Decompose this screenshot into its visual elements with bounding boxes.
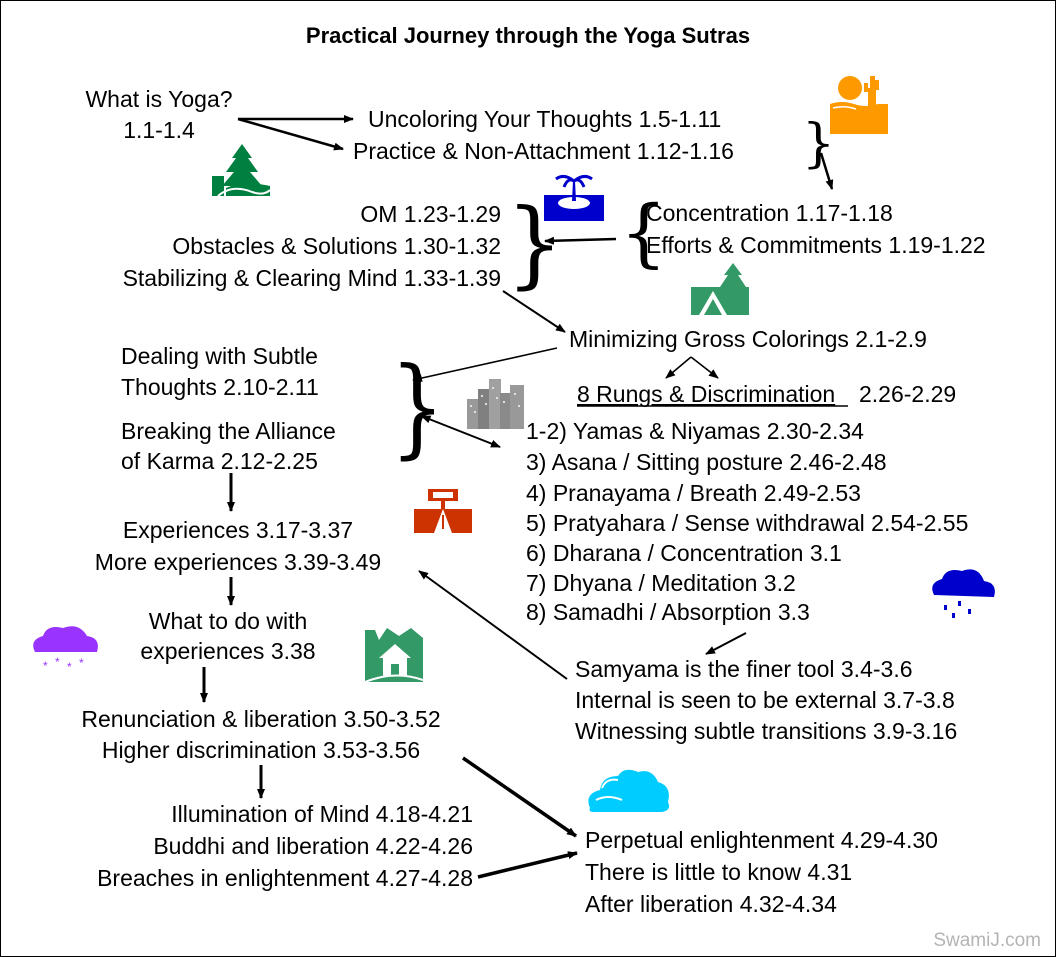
island-icon [544, 174, 604, 221]
arrow-samyama-to-experiences [418, 570, 568, 680]
arrow-alliance-rungs-bidirectional [420, 415, 501, 448]
forest-path-icon [212, 144, 271, 197]
what-to-do-node-ref: experiences 3.38 [140, 638, 315, 664]
house-icon [364, 628, 424, 683]
alliance-node-ref: of Karma 2.12-2.25 [121, 448, 318, 474]
minimizing-node: Minimizing Gross Colorings 2.1-2.9 [569, 326, 927, 352]
arrow-breaches-to-perpetual [477, 851, 578, 879]
sky-cloud-icon [588, 769, 670, 812]
subtle-node: Dealing with Subtle [121, 343, 318, 369]
tent-icon [691, 263, 749, 315]
rung-item: 1-2) Yamas & Niyamas 2.30-2.34 [526, 418, 864, 444]
rung-item: 3) Asana / Sitting posture 2.46-2.48 [526, 449, 887, 475]
what-to-do-node: What to do with [149, 608, 308, 634]
city-icon [467, 379, 524, 429]
concentration-brace: { [620, 190, 667, 276]
arrow-samadhi-to-samyama [705, 632, 747, 655]
arrow-stabilizing-to-minimizing [502, 290, 566, 333]
watermark: SwamiJ.com [933, 930, 1041, 951]
practice-node: Practice & Non-Attachment 1.12-1.16 [353, 138, 734, 164]
rungs-heading: 8 Rungs & Discrimination [577, 381, 835, 407]
samyama-node-2: Internal is seen to be external 3.7-3.8 [575, 687, 955, 713]
rung-item: 4) Pranayama / Breath 2.49-2.53 [526, 480, 861, 506]
diagram-title: Practical Journey through the Yoga Sutra… [306, 23, 750, 48]
perpetual-node: Perpetual enlightenment 4.29-4.30 [585, 827, 938, 853]
what-is-yoga-node: What is Yoga? [85, 86, 232, 112]
rung-item: 5) Pratyahara / Sense withdrawal 2.54-2.… [526, 510, 968, 536]
efforts-node: Efforts & Commitments 1.19-1.22 [646, 232, 986, 258]
higher-discrimination-node: Higher discrimination 3.53-3.56 [102, 737, 420, 763]
svg-text:*: * [43, 659, 48, 673]
arrow-concentration-to-om [544, 236, 617, 245]
subtle-node-ref: Thoughts 2.10-2.11 [121, 374, 319, 400]
desert-icon [830, 76, 888, 134]
arrow-minimizing-to-rungs-right [690, 356, 719, 379]
experiences-node-more: More experiences 3.39-3.49 [95, 549, 381, 575]
rung-item: 6) Dharana / Concentration 3.1 [526, 540, 842, 566]
svg-text:*: * [67, 660, 72, 674]
rung-item: 7) Dhyana / Meditation 3.2 [526, 570, 796, 596]
obstacles-node: Obstacles & Solutions 1.30-1.32 [172, 233, 501, 259]
snow-cloud-icon: * * * * [33, 626, 98, 674]
samyama-node-3: Witnessing subtle transitions 3.9-3.16 [575, 718, 957, 744]
rain-cloud-icon [932, 569, 995, 618]
alliance-node: Breaking the Alliance [121, 418, 336, 444]
stabilizing-node: Stabilizing & Clearing Mind 1.33-1.39 [123, 265, 501, 291]
road-sign-icon [414, 489, 472, 533]
illumination-node: Illumination of Mind 4.18-4.21 [171, 801, 473, 827]
om-node: OM 1.23-1.29 [360, 201, 501, 227]
buddhi-node: Buddhi and liberation 4.22-4.26 [153, 833, 473, 859]
practice-brace: } [802, 114, 835, 174]
little-to-know-node: There is little to know 4.31 [585, 859, 852, 885]
concentration-node: Concentration 1.17-1.18 [646, 200, 893, 226]
experiences-node: Experiences 3.17-3.37 [123, 517, 353, 543]
arrow-higher-discrimination-to-perpetual [462, 756, 577, 838]
breaches-node: Breaches in enlightenment 4.27-4.28 [97, 865, 473, 891]
renunciation-node: Renunciation & liberation 3.50-3.52 [81, 706, 440, 732]
uncoloring-node: Uncoloring Your Thoughts 1.5-1.11 [368, 106, 721, 132]
rungs-heading-ref: 2.26-2.29 [859, 381, 956, 407]
what-is-yoga-ref: 1.1-1.4 [123, 117, 195, 143]
arrow-minimizing-to-rungs-left [665, 356, 692, 379]
arrow-practice-to-concentration [819, 152, 834, 190]
svg-text:*: * [55, 655, 60, 669]
arrow-yoga-to-practice [237, 117, 344, 151]
rung-item: 8) Samadhi / Absorption 3.3 [526, 599, 810, 625]
arrow-minimizing-to-subtle [412, 347, 558, 382]
samyama-node: Samyama is the finer tool 3.4-3.6 [575, 656, 913, 682]
svg-text:*: * [79, 656, 84, 670]
subtle-alliance-brace: } [390, 345, 445, 470]
after-liberation-node: After liberation 4.32-4.34 [585, 891, 837, 917]
